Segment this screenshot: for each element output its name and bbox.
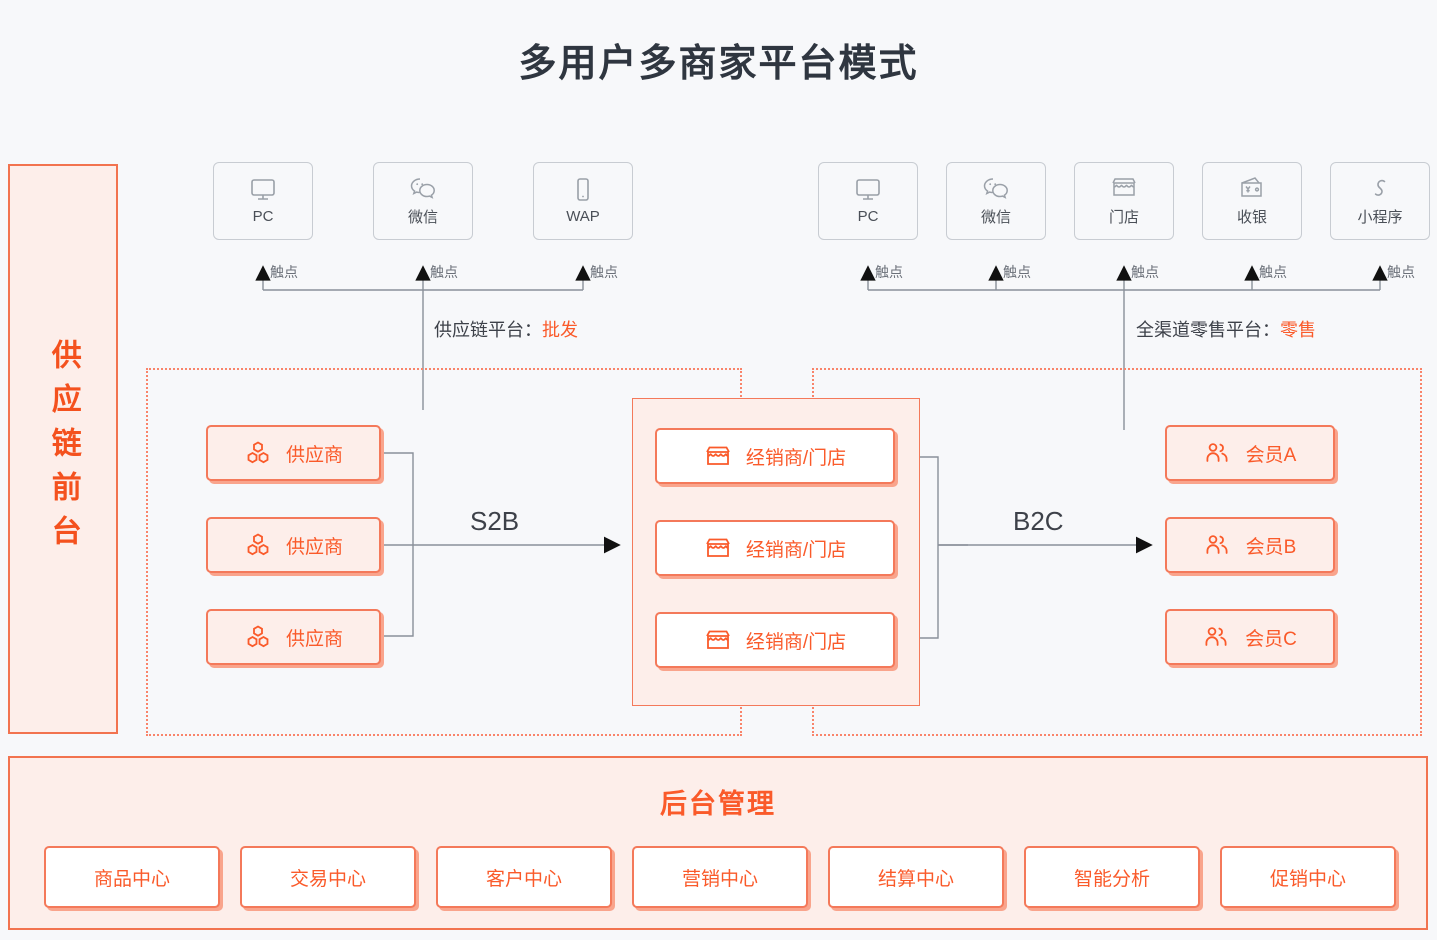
member-label: 会员B bbox=[1245, 536, 1297, 558]
channel-label: PC bbox=[857, 208, 879, 225]
backend-title: 后台管理 bbox=[660, 789, 776, 819]
members-icon bbox=[1203, 624, 1231, 650]
flow-label-s2b: S2B bbox=[470, 506, 520, 536]
dealer-node-1[interactable]: 经销商/门店 bbox=[655, 428, 895, 484]
channel-label: 收银 bbox=[1236, 209, 1267, 226]
channel-card-cashier[interactable]: 收银 bbox=[1202, 162, 1302, 240]
supply-platform-value: 批发 bbox=[542, 320, 578, 340]
monitor-icon bbox=[248, 177, 278, 203]
flow-label-b2c: B2C bbox=[1013, 506, 1064, 536]
channel-label: 微信 bbox=[407, 209, 438, 226]
backend-item-product-center[interactable]: 商品中心 bbox=[44, 846, 220, 908]
backend-item-settlement-center[interactable]: 结算中心 bbox=[828, 846, 1004, 908]
mobile-icon bbox=[568, 177, 598, 203]
shop-icon bbox=[704, 535, 732, 561]
dealer-label: 经销商/门店 bbox=[745, 447, 847, 469]
hex-cluster-icon bbox=[244, 440, 272, 466]
member-label: 会员C bbox=[1245, 628, 1297, 650]
wechat-icon bbox=[981, 175, 1011, 201]
backend-item-trade-center[interactable]: 交易中心 bbox=[240, 846, 416, 908]
touchpoint-label: 触点 bbox=[430, 264, 458, 280]
supplier-node-3[interactable]: 供应商 bbox=[206, 609, 381, 665]
touchpoint-label: 触点 bbox=[875, 264, 903, 280]
members-icon bbox=[1204, 440, 1232, 466]
shop-icon bbox=[1109, 175, 1139, 201]
backend-management-panel: 后台管理 商品中心 交易中心 客户中心 营销中心 结算中心 智能分析 促销中心 bbox=[8, 756, 1428, 930]
retail-platform-value: 零售 bbox=[1280, 320, 1316, 340]
supplier-label: 供应商 bbox=[285, 536, 343, 558]
supply-platform-prefix: 供应链平台： bbox=[434, 320, 542, 340]
channel-card-pc-right[interactable]: PC bbox=[818, 162, 918, 240]
backend-item-smart-analytics[interactable]: 智能分析 bbox=[1024, 846, 1200, 908]
channel-card-wap[interactable]: WAP bbox=[533, 162, 633, 240]
touchpoint-label: 触点 bbox=[590, 264, 618, 280]
touchpoint-label: 触点 bbox=[1387, 264, 1415, 280]
wechat-icon bbox=[408, 175, 438, 201]
hex-cluster-icon bbox=[244, 624, 272, 650]
member-node-a[interactable]: 会员A bbox=[1165, 425, 1335, 481]
touchpoint-label: 触点 bbox=[1259, 264, 1287, 280]
channel-label: PC bbox=[252, 208, 274, 225]
supplier-label: 供应商 bbox=[285, 444, 343, 466]
dealer-node-2[interactable]: 经销商/门店 bbox=[655, 520, 895, 576]
dealer-label: 经销商/门店 bbox=[745, 539, 847, 561]
monitor-icon bbox=[853, 177, 883, 203]
touchpoint-label: 触点 bbox=[270, 264, 298, 280]
backend-item-marketing-center[interactable]: 营销中心 bbox=[632, 846, 808, 908]
miniprogram-icon bbox=[1365, 175, 1395, 201]
channel-label: 门店 bbox=[1108, 209, 1139, 226]
touchpoint-label: 触点 bbox=[1003, 264, 1031, 280]
retail-platform-caption: 全渠道零售平台：零售 bbox=[1136, 316, 1316, 342]
shop-icon bbox=[704, 443, 732, 469]
dealer-node-3[interactable]: 经销商/门店 bbox=[655, 612, 895, 668]
channel-card-pc-left[interactable]: PC bbox=[213, 162, 313, 240]
supply-chain-frontend-rail: 供应链前台 bbox=[8, 164, 118, 734]
page-title: 多用户多商家平台模式 bbox=[518, 43, 919, 85]
backend-item-promotion-center[interactable]: 促销中心 bbox=[1220, 846, 1396, 908]
supplier-node-1[interactable]: 供应商 bbox=[206, 425, 381, 481]
backend-item-customer-center[interactable]: 客户中心 bbox=[436, 846, 612, 908]
supplier-label: 供应商 bbox=[285, 628, 343, 650]
supplier-node-2[interactable]: 供应商 bbox=[206, 517, 381, 573]
member-node-b[interactable]: 会员B bbox=[1165, 517, 1335, 573]
rail-label: 供应链前台 bbox=[46, 339, 80, 559]
channel-label: 小程序 bbox=[1357, 209, 1403, 226]
cashier-icon bbox=[1237, 175, 1267, 201]
member-node-c[interactable]: 会员C bbox=[1165, 609, 1335, 665]
channel-card-wechat-left[interactable]: 微信 bbox=[373, 162, 473, 240]
shop-icon bbox=[704, 627, 732, 653]
backend-items-row: 商品中心 交易中心 客户中心 营销中心 结算中心 智能分析 促销中心 bbox=[44, 846, 1396, 908]
members-icon bbox=[1204, 532, 1232, 558]
channel-card-store[interactable]: 门店 bbox=[1074, 162, 1174, 240]
channel-label: WAP bbox=[566, 208, 600, 225]
retail-platform-prefix: 全渠道零售平台： bbox=[1136, 320, 1280, 340]
channel-card-wechat-right[interactable]: 微信 bbox=[946, 162, 1046, 240]
hex-cluster-icon bbox=[244, 532, 272, 558]
member-label: 会员A bbox=[1245, 444, 1297, 466]
supply-platform-caption: 供应链平台：批发 bbox=[434, 316, 578, 342]
channel-label: 微信 bbox=[980, 209, 1011, 226]
channel-card-miniprogram[interactable]: 小程序 bbox=[1330, 162, 1430, 240]
touchpoint-label: 触点 bbox=[1131, 264, 1159, 280]
dealer-label: 经销商/门店 bbox=[745, 631, 847, 653]
